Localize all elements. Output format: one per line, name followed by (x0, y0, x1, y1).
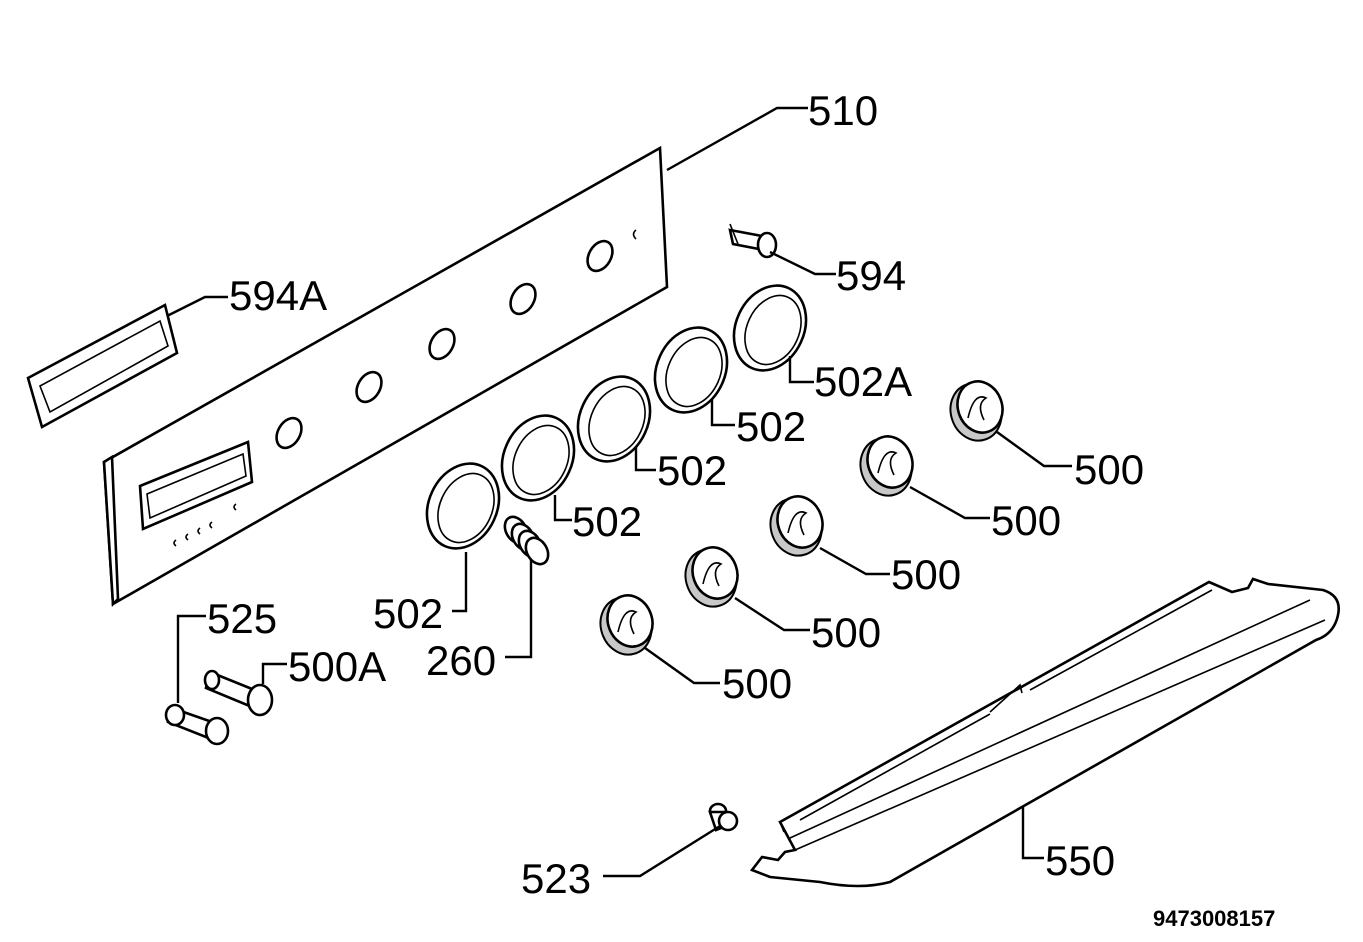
label-500-4: 500 (991, 497, 1061, 544)
screw-523 (708, 802, 739, 832)
knob-ring-3 (576, 375, 652, 463)
knob-500-4 (859, 435, 914, 497)
knob-500-2 (684, 546, 739, 608)
indicator-pin-594 (728, 223, 778, 259)
label-502-2: 502 (572, 498, 642, 545)
document-number: 9473008157 (1153, 906, 1275, 931)
knob-ring-2 (500, 414, 576, 502)
knob-500-5 (949, 380, 1004, 442)
label-510: 510 (808, 87, 878, 134)
label-500-3: 500 (891, 551, 961, 598)
label-500a: 500A (288, 643, 386, 690)
label-594: 594 (836, 252, 906, 299)
knob-ring-1 (425, 462, 501, 550)
label-594a: 594A (229, 272, 327, 319)
label-502-4: 502 (736, 403, 806, 450)
leader-lines (166, 106, 1072, 878)
shaft-525 (164, 703, 230, 746)
label-523: 523 (521, 855, 591, 902)
label-500-5: 500 (1074, 446, 1144, 493)
label-502-3: 502 (657, 447, 727, 494)
label-550: 550 (1045, 837, 1115, 884)
label-525: 525 (207, 595, 277, 642)
knob-ring-4 (653, 326, 729, 414)
label-260: 260 (426, 637, 496, 684)
label-502-1: 502 (373, 590, 443, 637)
label-502a: 502A (814, 358, 912, 405)
label-500-1: 500 (722, 660, 792, 707)
knob-ring-502a (732, 284, 808, 372)
lens-frame-594a (26, 303, 179, 429)
knob-500-1 (599, 594, 654, 656)
spring-260 (503, 515, 550, 566)
shaft-500a (203, 669, 274, 717)
control-panel-510 (102, 145, 669, 607)
label-500-2: 500 (811, 609, 881, 656)
trim-strip-550 (749, 577, 1340, 888)
knob-500-3 (769, 495, 824, 557)
